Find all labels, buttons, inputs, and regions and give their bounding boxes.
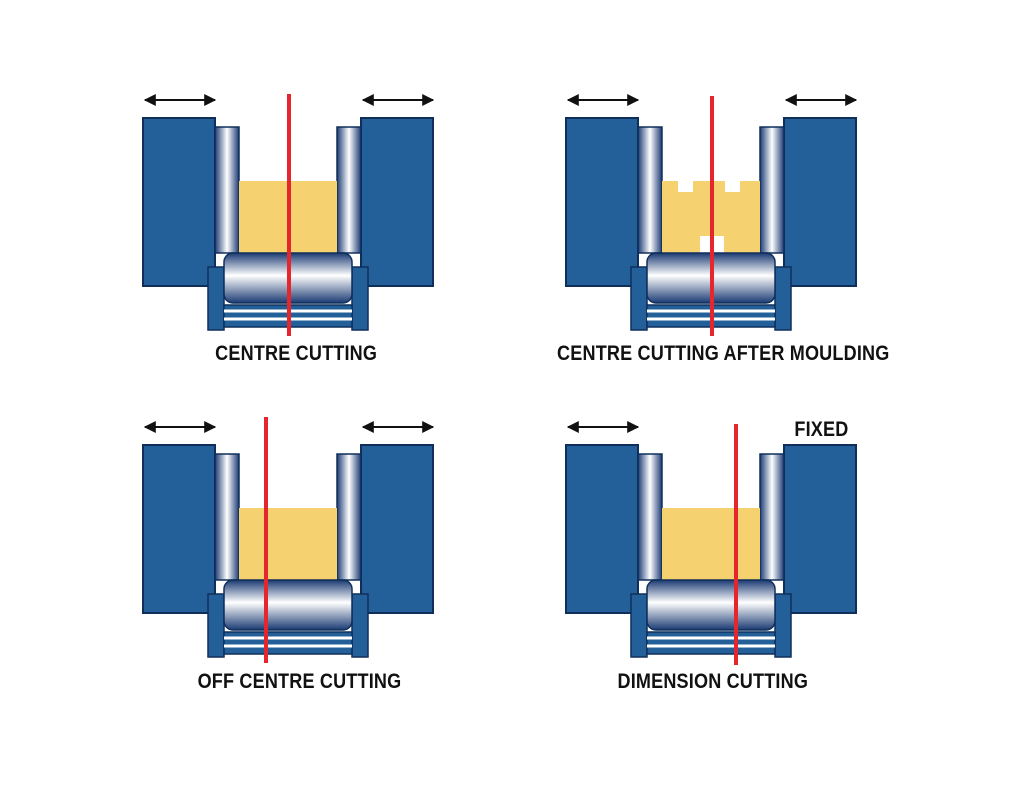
caption-off-centre-cutting: OFF CENTRE CUTTING [197, 670, 402, 693]
left-vertical-roller [214, 453, 240, 581]
panel-off-centre-cutting [142, 417, 435, 663]
caption-centre-cutting-after-moulding: CENTRE CUTTING AFTER MOULDING [557, 342, 890, 365]
right-bracket [774, 593, 792, 658]
left-bracket [630, 593, 648, 658]
bottom-roller [646, 579, 776, 631]
right-vertical-roller [336, 126, 362, 254]
left-guide-block [142, 444, 216, 614]
left-vertical-roller [637, 453, 663, 581]
left-bracket [207, 266, 225, 331]
right-vertical-roller [759, 453, 785, 581]
left-guide-block [565, 117, 639, 287]
right-guide-block [783, 117, 857, 287]
right-bracket [774, 266, 792, 331]
left-guide-block [142, 117, 216, 287]
caption-centre-cutting: CENTRE CUTTING [215, 342, 378, 365]
right-guide-block [360, 444, 434, 614]
right-vertical-roller [759, 126, 785, 254]
workpiece [239, 508, 337, 580]
right-bracket [351, 593, 369, 658]
left-guide-block [565, 444, 639, 614]
fixed-guide-label: FIXED [794, 418, 849, 441]
left-bracket [207, 593, 225, 658]
left-vertical-roller [637, 126, 663, 254]
caption-dimension-cutting: DIMENSION CUTTING [617, 670, 809, 693]
left-bracket [630, 266, 648, 331]
panel-centre-cutting-after-moulding [565, 94, 858, 336]
right-vertical-roller [336, 453, 362, 581]
feed-track [223, 631, 353, 655]
right-fixed-guide-block [783, 444, 857, 614]
left-vertical-roller [214, 126, 240, 254]
bottom-roller [223, 579, 353, 631]
right-bracket [351, 266, 369, 331]
feed-track [646, 631, 776, 655]
panel-centre-cutting [142, 94, 435, 336]
workpiece [662, 508, 760, 580]
panel-dimension-cutting [565, 421, 857, 665]
right-guide-block [360, 117, 434, 287]
